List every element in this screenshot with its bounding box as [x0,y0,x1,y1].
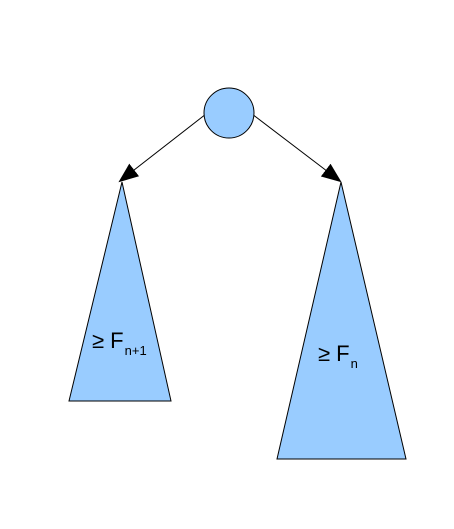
left-subtree-subscript: n+1 [125,343,147,358]
edge-root-to-left [118,113,207,183]
root-node [203,87,255,139]
right-subtree-label: ≥ Fn [318,341,358,371]
left-subtree-label: ≥ Fn+1 [92,328,147,358]
right-subtree-symbol: ≥ F [318,341,350,366]
right-subtree-subscript: n [351,356,358,371]
right-subtree-triangle [276,181,407,460]
edge-root-to-right [251,113,342,183]
left-subtree-symbol: ≥ F [92,328,124,353]
left-subtree-triangle [68,181,172,402]
